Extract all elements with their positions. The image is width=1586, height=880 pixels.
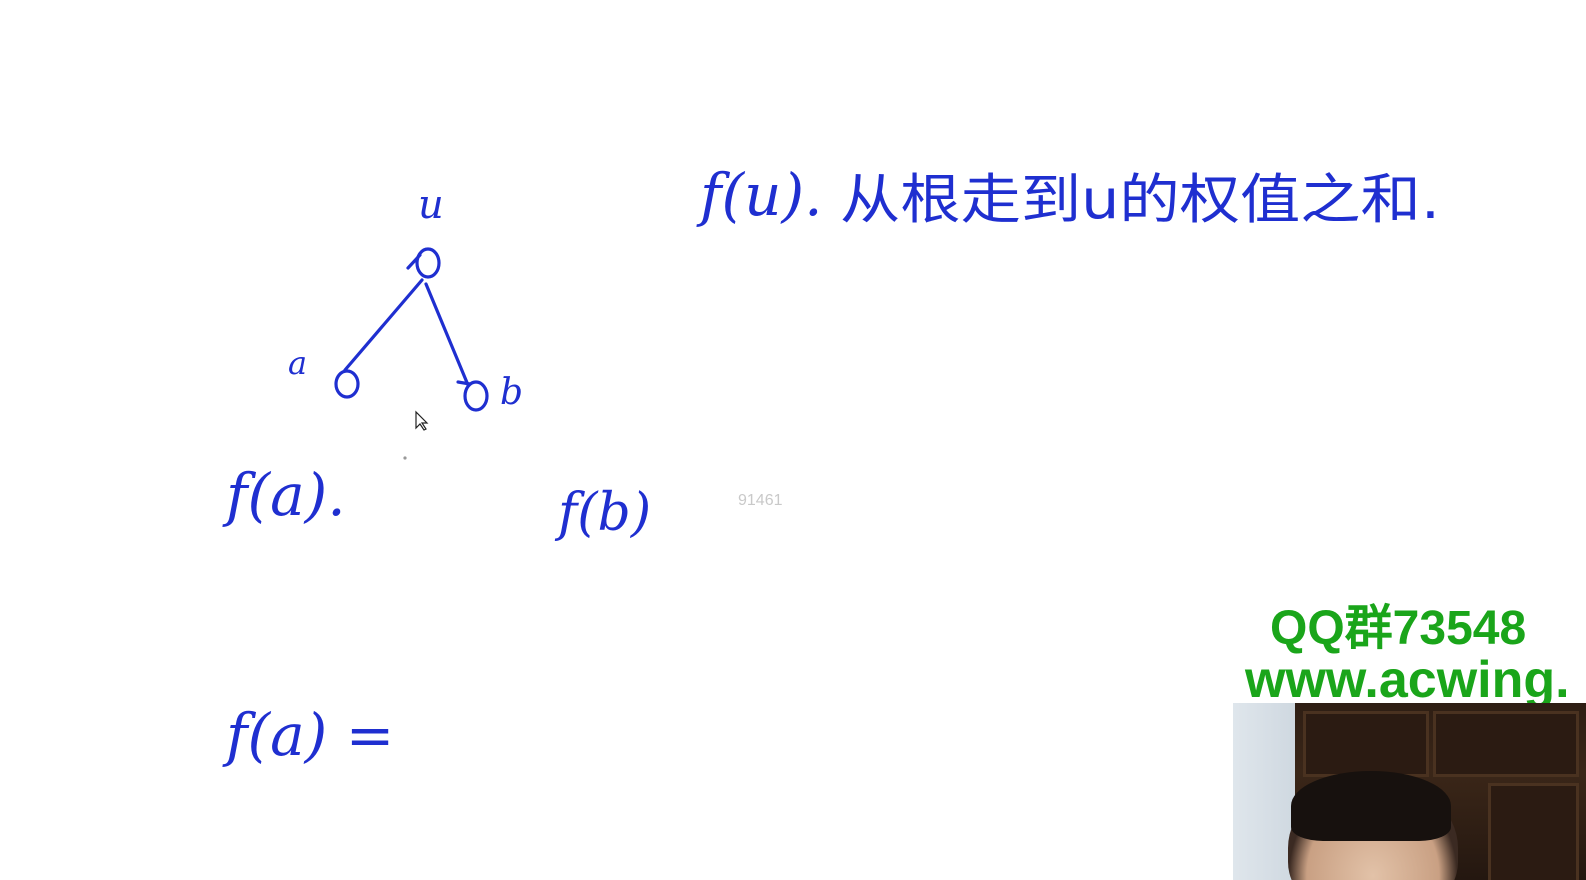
- webcam-feed: [1233, 703, 1586, 880]
- webcam-cabinet-panel: [1433, 711, 1579, 777]
- webcam-presenter-hair: [1291, 771, 1451, 841]
- tree-root-label: u: [418, 182, 444, 228]
- stray-dot: [403, 456, 407, 460]
- mouse-cursor-icon: [415, 410, 429, 431]
- definition-lhs: f(u).: [696, 161, 823, 229]
- tree-node-right-tick: [456, 380, 472, 386]
- webcam-wall: [1233, 703, 1295, 880]
- webcam-cabinet-panel: [1303, 711, 1429, 777]
- webcam-cabinet-panel: [1488, 783, 1579, 880]
- tree-right-label: b: [500, 372, 523, 413]
- tree-left-label: a: [288, 344, 307, 382]
- site-url-banner: www.acwing.: [1245, 651, 1570, 709]
- qq-group-banner: QQ群73548: [1270, 602, 1527, 655]
- tree-node-left: [334, 369, 360, 399]
- watermark-id: 91461: [738, 492, 783, 509]
- definition-text: 从根走到u的权值之和.: [840, 168, 1440, 231]
- tree-edge-left: [343, 278, 424, 372]
- tree-node-root: [415, 247, 441, 279]
- formula-f-a: f(a).: [222, 461, 346, 529]
- tree-node-right: [463, 380, 489, 412]
- formula-f-b: f(b): [554, 483, 651, 543]
- tree-edge-right: [424, 282, 470, 387]
- tree-diagram: u a b: [288, 182, 523, 413]
- formula-f-a-equals: f(a) =: [222, 701, 394, 769]
- definition-line: f(u). 从根走到u的权值之和.: [696, 161, 1440, 231]
- tree-node-root-tick: [406, 253, 422, 270]
